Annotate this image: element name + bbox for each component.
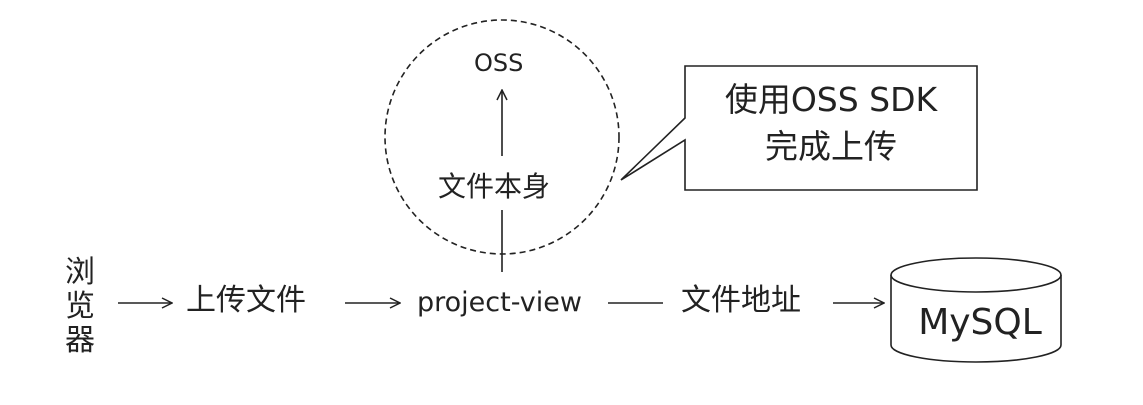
callout-line-1: 使用OSS SDK <box>724 80 938 119</box>
file-address-label: 文件地址 <box>681 283 801 318</box>
mysql-database-cylinder <box>890 257 1062 363</box>
upload-file-label: 上传文件 <box>186 283 306 318</box>
oss-label: OSS <box>474 49 524 77</box>
browser-label: 浏览器 <box>65 255 95 358</box>
callout-bubble <box>620 65 978 191</box>
callout-text: 使用OSS SDK 完成上传 <box>690 76 972 170</box>
mysql-label: MySQL <box>918 302 1042 343</box>
project-view-label: project-view <box>417 287 582 318</box>
file-itself-label: 文件本身 <box>438 170 551 203</box>
callout-line-2: 完成上传 <box>765 127 897 166</box>
